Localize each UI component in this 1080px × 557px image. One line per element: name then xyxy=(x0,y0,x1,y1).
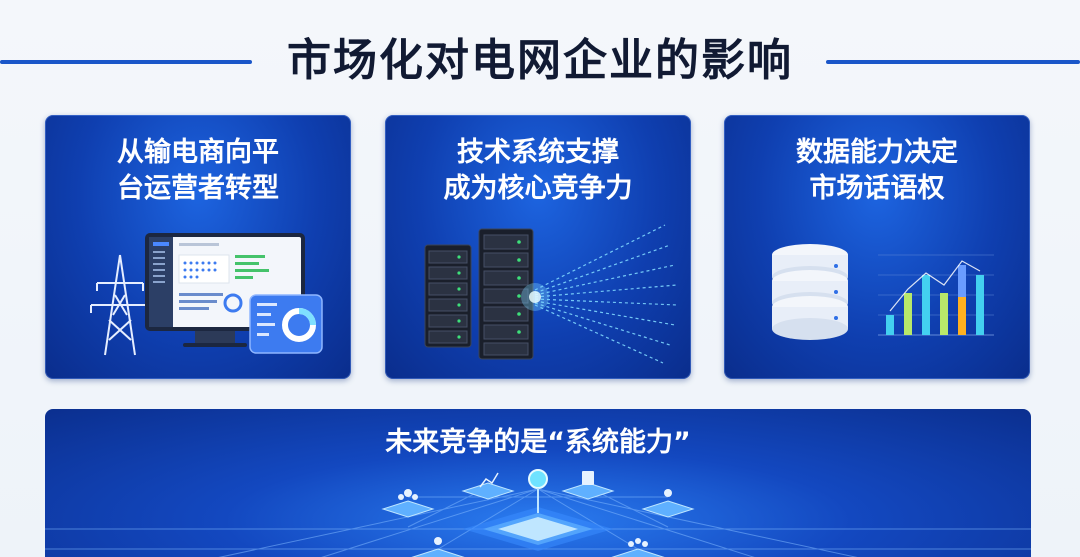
power-tower-icon xyxy=(90,254,150,356)
card-title: 数据能力决定 市场话语权 xyxy=(724,135,1030,207)
data-stream-lines xyxy=(534,224,678,364)
card-title: 从输电商向平 台运营者转型 xyxy=(45,135,351,207)
server-rack-icon xyxy=(424,244,472,348)
database-and-bar-chart-illustration xyxy=(772,244,994,340)
card-technical-system: 技术系统支撑 成为核心竞争力 xyxy=(385,115,691,379)
system-capability-panel: 未来竞争的是“系统能力” xyxy=(45,409,1031,557)
database-icon xyxy=(772,244,848,340)
network-hub-illustration xyxy=(45,469,1031,557)
title-divider-right xyxy=(826,60,1080,64)
bar-chart-icon xyxy=(878,254,994,336)
card-data-capability: 数据能力决定 市场话语权 xyxy=(724,115,1030,379)
card-platform-operator: 从输电商向平 台运营者转型 xyxy=(45,115,351,379)
hub-platform-icon xyxy=(463,469,613,551)
chart-icon xyxy=(479,472,499,488)
card-title-line2: 市场话语权 xyxy=(809,173,945,204)
people-icon xyxy=(398,489,672,547)
title-row: 市场化对电网企业的影响 xyxy=(0,30,1080,94)
card-title: 技术系统支撑 成为核心竞争力 xyxy=(385,135,691,207)
card-title-line1: 技术系统支撑 xyxy=(457,137,619,168)
server-racks-data-stream-illustration xyxy=(424,224,678,364)
title-divider-left xyxy=(0,60,252,64)
server-rack-icon xyxy=(478,228,534,360)
panel-title: 未来竞争的是“系统能力” xyxy=(385,427,691,458)
network-node-icon xyxy=(381,482,695,557)
card-title-line2: 成为核心竞争力 xyxy=(443,173,633,204)
page-title: 市场化对电网企业的影响 xyxy=(287,35,793,86)
card-title-line1: 从输电商向平 xyxy=(117,137,279,168)
card-title-line2: 台运营者转型 xyxy=(117,173,279,204)
card-title-line1: 数据能力决定 xyxy=(796,137,958,168)
tablet-icon xyxy=(249,294,323,354)
document-icon xyxy=(582,471,594,485)
power-tower-and-dashboard-illustration xyxy=(90,233,323,356)
